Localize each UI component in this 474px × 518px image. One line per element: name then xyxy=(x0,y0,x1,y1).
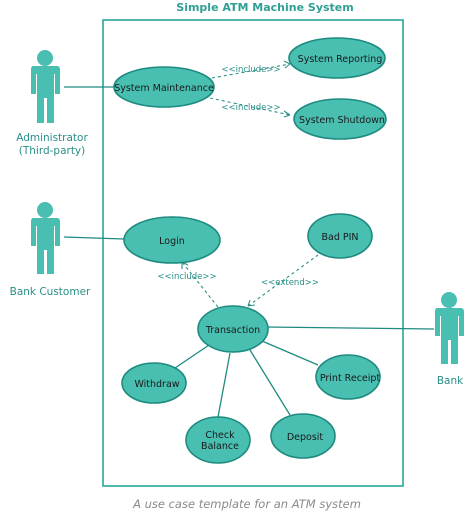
figure-caption: A use case template for an ATM system xyxy=(132,497,361,511)
actor-bank-label: Bank xyxy=(437,375,464,387)
assoc-bank-transaction xyxy=(264,326,435,330)
use-case-label: Withdraw xyxy=(134,379,179,390)
use-case-label: System Reporting xyxy=(298,54,383,65)
actor-administrator-label-line-2: (Third-party) xyxy=(19,145,86,157)
use-case-label-line-2: Balance xyxy=(201,441,239,452)
use-case-label-line-1: Check xyxy=(205,430,235,441)
include-reporting-line xyxy=(211,63,291,79)
assoc-transaction-deposit xyxy=(249,349,291,416)
include-login-line xyxy=(181,261,219,308)
use-case-login[interactable]: Login xyxy=(123,216,221,264)
use-case-check-balance[interactable]: Check Balance xyxy=(185,416,251,464)
extend-badpin-label: <<extend>> xyxy=(261,278,319,288)
use-case-label: System Shutdown xyxy=(299,115,385,126)
include-shutdown-line xyxy=(209,97,291,116)
use-case-label: System Maintenance xyxy=(114,83,214,94)
actor-administrator-icon xyxy=(31,50,60,123)
extend-badpin-line xyxy=(247,254,319,307)
actor-administrator-label-line-1: Administrator xyxy=(16,132,88,144)
use-case-label: Print Receipt xyxy=(320,373,381,384)
use-case-bad-pin[interactable]: Bad PIN xyxy=(307,213,373,259)
include-shutdown-arrowhead xyxy=(283,110,291,118)
extend-badpin-arrowhead xyxy=(247,299,256,307)
use-case-withdraw[interactable]: Withdraw xyxy=(121,362,187,404)
include-reporting-label: <<include>> xyxy=(221,65,280,75)
actor-bank-customer-label: Bank Customer xyxy=(10,286,91,298)
actor-bank-icon xyxy=(435,292,464,364)
use-case-system-shutdown[interactable]: System Shutdown xyxy=(293,98,387,140)
include-login-label: <<include>> xyxy=(157,272,216,282)
use-case-label: Deposit xyxy=(287,432,324,443)
use-case-system-reporting[interactable]: System Reporting xyxy=(288,37,386,79)
use-case-label: Transaction xyxy=(205,325,260,336)
system-boundary xyxy=(102,19,404,487)
include-shutdown-label: <<include>> xyxy=(221,103,280,113)
include-reporting-arrowhead xyxy=(283,60,291,69)
assoc-customer-login xyxy=(63,236,125,240)
diagram-title: Simple ATM Machine System xyxy=(176,1,353,14)
use-case-deposit[interactable]: Deposit xyxy=(270,413,336,459)
assoc-transaction-withdraw xyxy=(174,342,213,369)
use-case-transaction[interactable]: Transaction xyxy=(197,305,269,353)
actor-bank-customer-icon xyxy=(31,202,60,274)
use-case-system-maintenance[interactable]: System Maintenance xyxy=(113,66,215,108)
use-case-label: Bad PIN xyxy=(321,232,358,243)
assoc-transaction-checkbalance xyxy=(217,352,231,418)
use-case-print-receipt[interactable]: Print Receipt xyxy=(315,354,381,400)
use-case-label: Login xyxy=(159,236,185,247)
assoc-transaction-printreceipt xyxy=(261,340,319,366)
